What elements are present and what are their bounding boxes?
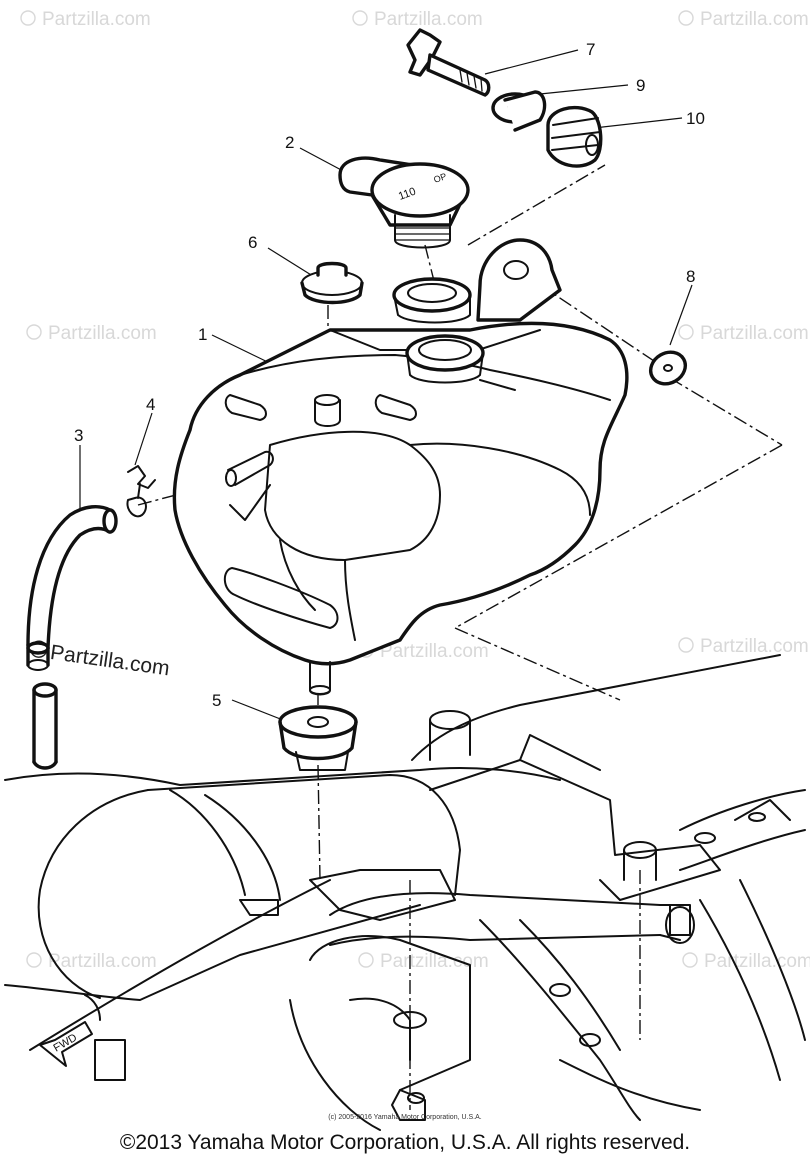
- frame-assembly: [4, 654, 806, 1131]
- svg-text:Partzilla.com: Partzilla.com: [700, 636, 809, 657]
- watermark: Partzilla.com: [352, 9, 483, 30]
- collar: [491, 90, 547, 132]
- svg-text:Partzilla.com: Partzilla.com: [700, 323, 809, 344]
- watermark-dark: Partzilla.com: [30, 640, 171, 681]
- fuel-tank: [172, 238, 629, 696]
- rubber-bushing: [546, 106, 603, 168]
- copyright-main: ©2013 Yamaha Motor Corporation, U.S.A. A…: [120, 1131, 690, 1154]
- watermark: Partzilla.com: [678, 9, 809, 30]
- watermark: Partzilla.com: [678, 323, 809, 344]
- svg-text:Partzilla.com: Partzilla.com: [380, 641, 489, 662]
- watermark: Partzilla.com: [358, 951, 489, 972]
- svg-text:Partzilla.com: Partzilla.com: [42, 9, 151, 30]
- fuel-cap: 110 OP: [338, 156, 470, 249]
- watermark: Partzilla.com: [26, 323, 157, 344]
- callout-labels: 1 2 3 4 5 6 7 8 9 10: [74, 40, 705, 710]
- callout-2: 2: [285, 133, 294, 152]
- filler-gasket: [392, 277, 472, 324]
- callout-9: 9: [636, 76, 645, 95]
- callout-6: 6: [248, 233, 257, 252]
- svg-text:Partzilla.com: Partzilla.com: [704, 951, 810, 972]
- watermark: Partzilla.com: [26, 951, 157, 972]
- bolt-wing: [406, 28, 491, 97]
- watermark: Partzilla.com: [678, 636, 809, 657]
- callout-7: 7: [586, 40, 595, 59]
- callout-4: 4: [146, 395, 155, 414]
- fuel-hose: [26, 505, 118, 770]
- cap-embossing: OP: [432, 171, 448, 185]
- callout-5: 5: [212, 691, 221, 710]
- hose-clip: [126, 465, 156, 518]
- svg-text:Partzilla.com: Partzilla.com: [48, 951, 157, 972]
- callout-3: 3: [74, 426, 83, 445]
- svg-text:Partzilla.com: Partzilla.com: [380, 951, 489, 972]
- copyright-small: (c) 2005-2016 Yamaha Motor Corporation, …: [328, 1114, 481, 1121]
- watermark: Partzilla.com: [20, 9, 151, 30]
- cap-embossing: 110: [397, 186, 418, 203]
- svg-text:Partzilla.com: Partzilla.com: [48, 323, 157, 344]
- svg-text:Partzilla.com: Partzilla.com: [374, 9, 483, 30]
- callout-1: 1: [198, 325, 207, 344]
- callout-8: 8: [686, 267, 695, 286]
- washer: [649, 350, 687, 386]
- svg-text:Partzilla.com: Partzilla.com: [49, 641, 171, 681]
- damper-lower: [278, 705, 358, 771]
- watermark: Partzilla.com: [682, 951, 810, 972]
- svg-text:Partzilla.com: Partzilla.com: [700, 9, 809, 30]
- grommet-top: [300, 261, 364, 305]
- callout-10: 10: [686, 109, 705, 128]
